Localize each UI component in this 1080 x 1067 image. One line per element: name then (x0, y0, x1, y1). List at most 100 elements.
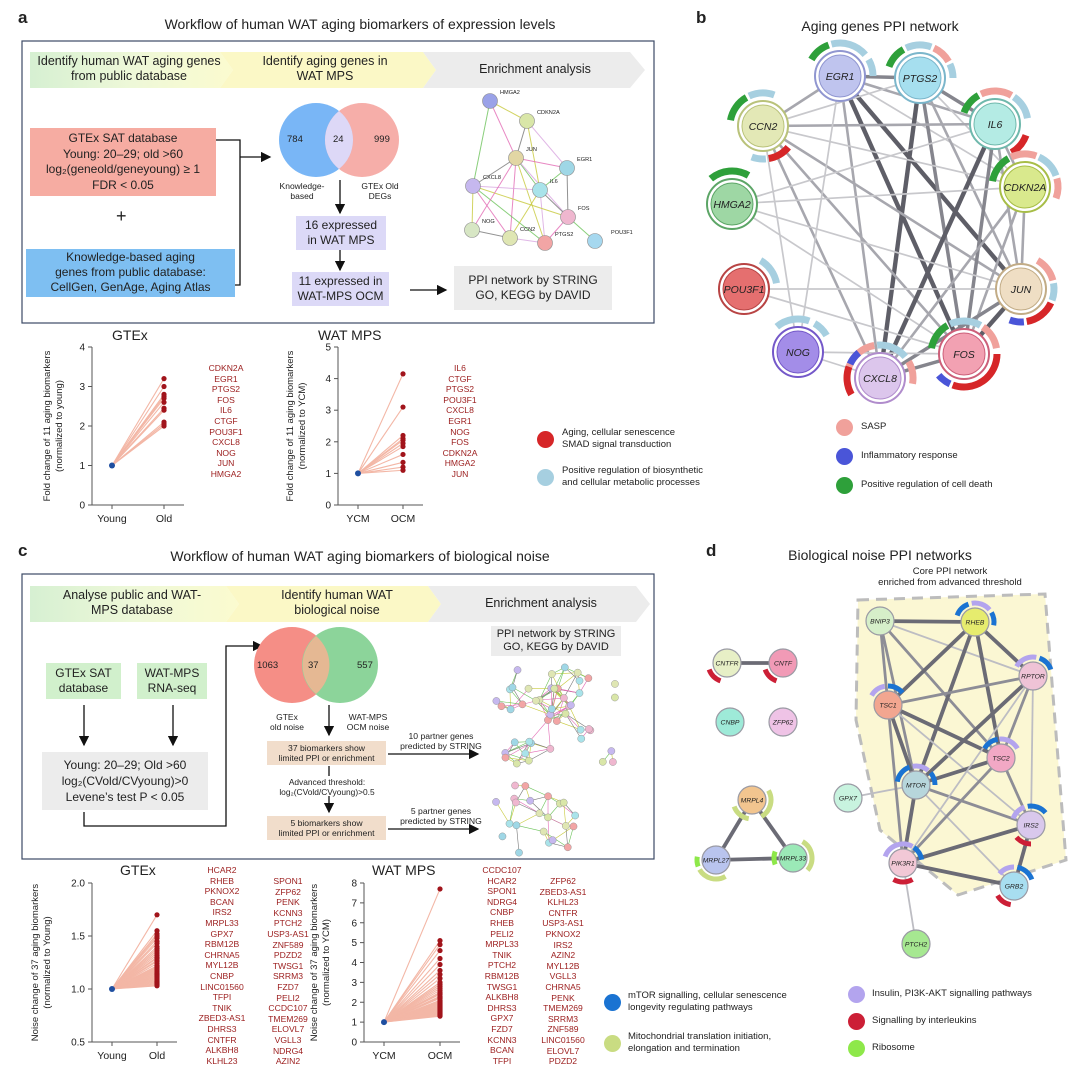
mini-node-label: POU3F1 (611, 230, 633, 236)
mini-node (548, 836, 557, 844)
venn-a-left-label: Knowledge-based (270, 181, 334, 201)
gene-label: CNBP (490, 907, 514, 918)
end-point (437, 938, 443, 944)
network-node-label: PTCH2 (905, 942, 928, 949)
knowledge-line-3: CellGen, GenAge, Aging Atlas (50, 280, 211, 294)
gene-label: PKNOX2 (545, 928, 581, 939)
connector-a (216, 139, 241, 286)
mini-node (525, 737, 534, 746)
gene-label: ZNF589 (547, 1024, 579, 1035)
network-node-label: IL6 (988, 119, 1003, 131)
annotation-arc (1016, 864, 1035, 881)
x-tick-label: Old (149, 1050, 166, 1062)
legend-a-item-1-line-2: SMAD signal transduction (562, 439, 672, 450)
mini-node (539, 827, 548, 836)
mini-node (563, 843, 572, 852)
mini-node (532, 696, 540, 705)
network-node (999, 871, 1029, 901)
annotation-arc (892, 877, 914, 885)
mini-edge (515, 802, 540, 814)
box-37-line-1: 37 biomarkers show (288, 743, 365, 753)
series-line (111, 401, 165, 466)
legend-c-swatch-5 (848, 1040, 865, 1057)
gene-label: FZD7 (491, 1023, 513, 1034)
end-point (400, 443, 406, 450)
box-11-line-1: 11 expressed in (298, 274, 383, 288)
end-point (437, 942, 443, 948)
mini-node (510, 738, 519, 747)
legend-c-1-line-2: longevity regulating pathways (628, 1002, 753, 1013)
mini-edge (509, 157, 517, 239)
mini-node (502, 230, 518, 246)
network-node-label: TSC2 (992, 756, 1010, 763)
mini-edge (516, 812, 540, 826)
y-axis-label-line-1: Noise change of 37 aging biomarkers (309, 884, 320, 1042)
y-tick-label: 0 (79, 501, 85, 512)
mini-node (497, 702, 506, 711)
x-tick-label: YCM (346, 513, 369, 525)
y-tick-label: 1.0 (71, 985, 85, 996)
mini-edge (568, 705, 581, 730)
gene-label: FZD7 (277, 981, 299, 992)
mini-node (505, 819, 514, 828)
mini-node (519, 113, 535, 129)
gene-label: NOG (450, 426, 470, 437)
network-node (712, 648, 742, 678)
gene-label: FOS (217, 394, 235, 405)
venn-c-overlap (302, 636, 330, 694)
gene-label: ELOVL7 (271, 1024, 305, 1035)
venn-a-right-label-2: DEGs (368, 191, 392, 201)
venn-a-overlap (324, 111, 354, 169)
end-point (437, 975, 443, 982)
network-edge (887, 674, 1034, 707)
annotation-arc (954, 601, 970, 617)
series-line (357, 453, 404, 474)
mini-edge (525, 785, 549, 797)
gene-label: IL6 (454, 363, 466, 373)
gene-label: RBM12B (484, 970, 520, 981)
legend-c-swatch-1 (604, 994, 621, 1011)
gtex-sat-line-2: database (58, 681, 109, 695)
mini-node-label: JUN (526, 147, 537, 153)
advanced-line-1: Advanced threshold: (288, 777, 366, 787)
end-point (161, 407, 167, 413)
end-point (400, 467, 406, 473)
mini-ppi-a: HMGA2CDKN2AJUNEGR1CXCL8IL6FOSNOGCCN2PTGS… (464, 90, 633, 251)
network-node-label: CDKN2A (1004, 182, 1047, 194)
gene-label: TWSG1 (486, 981, 518, 992)
gene-label: JUN (451, 468, 469, 479)
annotation-arc (1008, 316, 1025, 326)
gtex-line-3: log₂(geneold/geneyoung) ≥ 1 (45, 162, 201, 176)
mini-edge (528, 748, 551, 761)
gene-label: VGLL3 (274, 1034, 302, 1045)
end-point (437, 955, 443, 962)
gene-label: AZIN2 (550, 950, 576, 961)
mini-edge (563, 802, 567, 826)
annotation-arc (801, 839, 815, 872)
y-axis-label: Fold change of 11 aging biomarkers(norma… (285, 350, 308, 501)
network-node-label: CXCL8 (863, 373, 897, 385)
mini-edge (556, 720, 581, 730)
network-node-label: RPTOR (1021, 674, 1045, 681)
mini-node (535, 809, 544, 818)
y-tick-label: 2 (79, 422, 85, 433)
annotation-arc (1014, 835, 1032, 847)
network-node-label: GRB2 (1005, 884, 1024, 891)
mini-edge (516, 824, 544, 832)
y-tick-label: 8 (351, 879, 357, 890)
panel-a-title: Workflow of human WAT aging biomarkers o… (164, 16, 556, 32)
gene-label: ALKBH8 (205, 1045, 239, 1056)
gene-label: USP3-AS1 (542, 918, 584, 929)
mini-edge (516, 825, 520, 853)
gene-label: ZFP62 (275, 886, 301, 897)
y-axis-label-line-1: Fold change of 11 aging biomarkers (42, 350, 53, 501)
mini-node (546, 745, 555, 753)
gene-label: PELI2 (490, 928, 514, 939)
gene-label: MRPL33 (485, 939, 519, 950)
y-tick-label: 6 (351, 918, 357, 929)
